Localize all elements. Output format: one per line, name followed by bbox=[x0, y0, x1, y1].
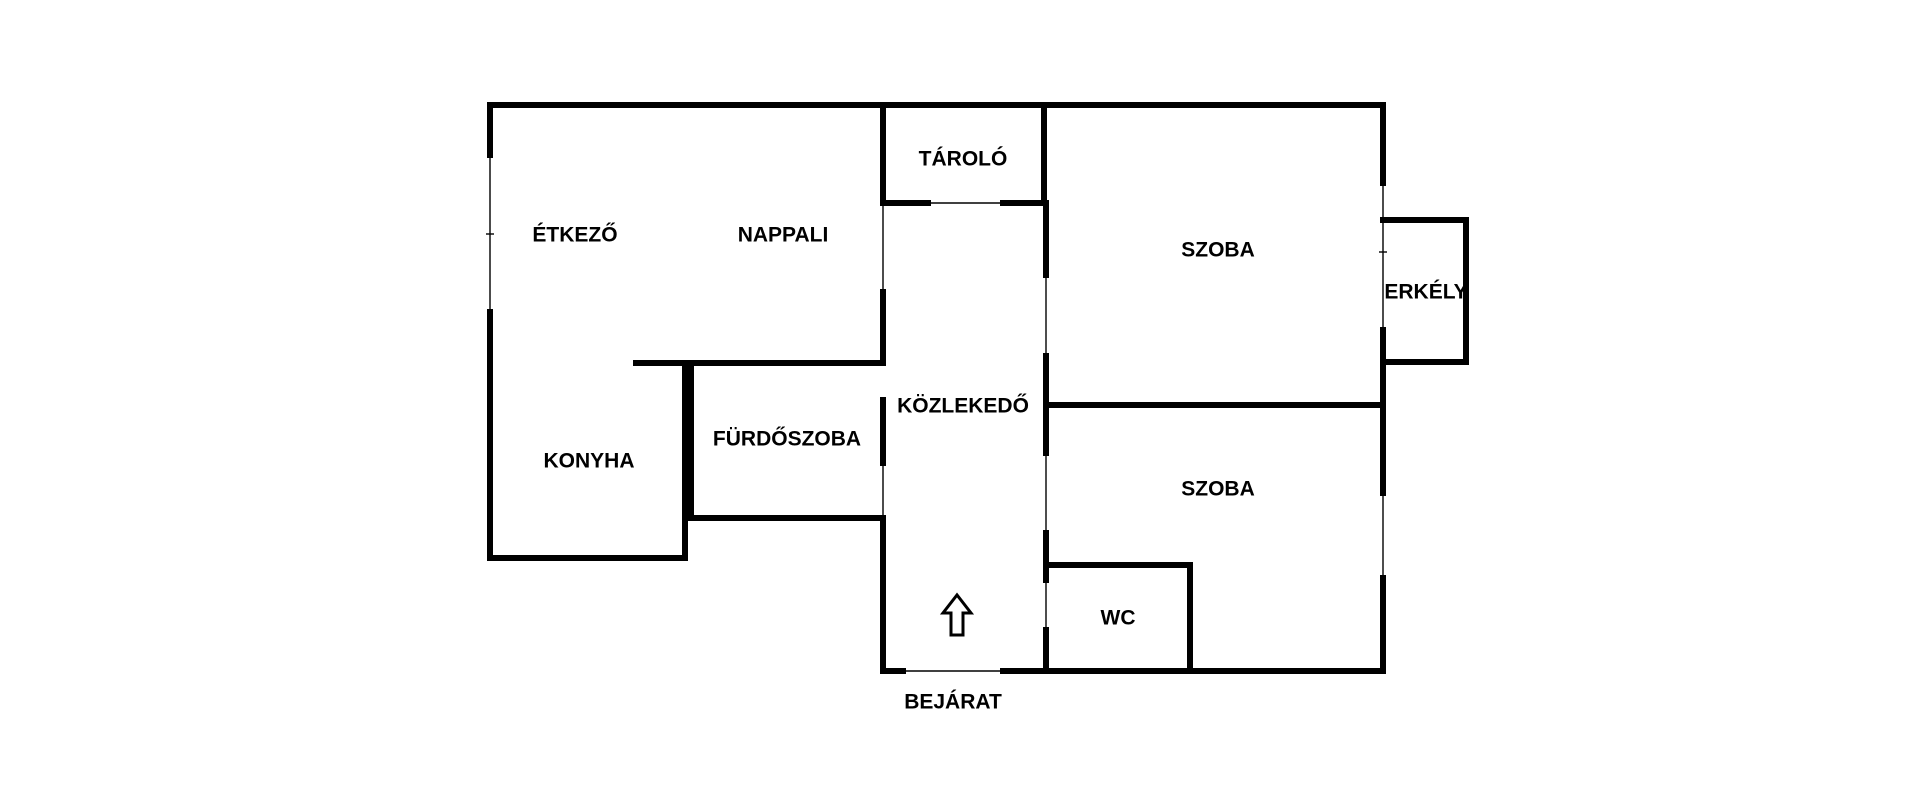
room-label-szoba-1: SZOBA bbox=[1181, 239, 1255, 262]
room-label-szoba-2: SZOBA bbox=[1181, 478, 1255, 501]
room-labels: ÉTKEZŐ NAPPALI TÁROLÓ SZOBA ERKÉLY KÖZLE… bbox=[532, 147, 1467, 630]
interior-walls bbox=[633, 102, 1469, 674]
room-label-erkely: ERKÉLY bbox=[1384, 281, 1467, 304]
outer-walls bbox=[487, 102, 1386, 674]
room-label-nappali: NAPPALI bbox=[738, 224, 829, 247]
room-label-konyha: KONYHA bbox=[543, 450, 634, 473]
room-label-wc: WC bbox=[1101, 607, 1136, 630]
up-arrow-icon bbox=[939, 592, 975, 637]
room-label-etkezo: ÉTKEZŐ bbox=[532, 224, 617, 247]
entrance-label: BEJÁRAT bbox=[904, 691, 1002, 714]
room-label-kozlekedo: KÖZLEKEDŐ bbox=[897, 395, 1029, 418]
room-label-tarolo: TÁROLÓ bbox=[919, 147, 1008, 171]
windows-openings bbox=[486, 155, 1387, 672]
room-label-furdoszoba: FÜRDŐSZOBA bbox=[713, 428, 861, 451]
